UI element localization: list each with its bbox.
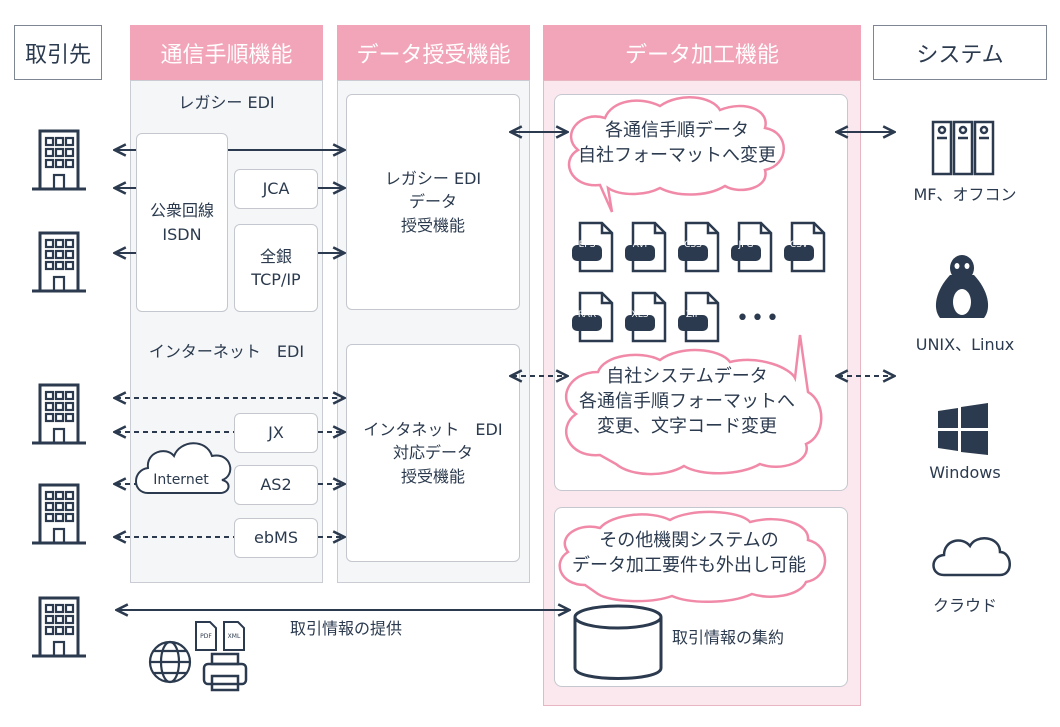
ebms-label: ebMS: [254, 528, 298, 548]
legacy-edi-title: レガシー EDI: [178, 93, 275, 112]
building-icon-2: [30, 231, 88, 293]
jx-label: JX: [268, 423, 284, 443]
header-comm: 通信手順機能: [130, 25, 323, 80]
globe-icon: [148, 640, 192, 684]
pdf-doc-icon: [195, 621, 217, 651]
bubble-text-1: 各通信手順データ 自社フォーマットへ変更: [578, 120, 776, 167]
file-label: RAR: [577, 310, 597, 320]
legacy-exchange-box: レガシー EDI データ 授受機能: [346, 94, 520, 310]
internet-exchange-label: インタネット EDI 対応データ 授受機能: [363, 420, 503, 486]
bubble-text-2: 自社システムデータ 各通信手順フォーマットへ 変更、文字コード変更: [579, 366, 795, 438]
jx-box: JX: [234, 413, 318, 453]
internet-edi-title: インターネット EDI: [148, 342, 305, 361]
bubble-cloud-2: [565, 334, 823, 476]
bubble-cloud-3: [558, 510, 827, 603]
db-label: 取引情報の集約: [672, 628, 785, 647]
zengin-box: 全銀 TCP/IP: [234, 224, 318, 312]
cloud-icon: [932, 537, 1011, 577]
xml-doc-icon: [223, 621, 245, 651]
building-icon-5: [30, 596, 88, 658]
file-label: CSS: [684, 240, 702, 250]
legacy-exchange-label: レガシー EDI データ 授受機能: [384, 169, 482, 235]
server-icon: [931, 120, 995, 176]
jca-box: JCA: [234, 169, 318, 209]
system-mf-label: MF、オフコン: [913, 185, 1017, 204]
bubble-cloud-1: [567, 96, 785, 213]
public-line-box: 公衆回線 ISDN: [136, 133, 228, 312]
building-icon-3: [30, 383, 88, 445]
file-label: EPS: [578, 240, 596, 250]
file-label: ZIP: [685, 310, 701, 320]
linux-penguin-icon: [935, 255, 989, 318]
header-system: システム: [873, 25, 1047, 80]
database-icon: [573, 604, 663, 680]
as2-label: AS2: [260, 475, 292, 495]
header-partner: 取引先: [14, 25, 102, 80]
pdf-label: PDF: [200, 633, 212, 640]
internet-cloud-icon: [135, 442, 232, 494]
jca-label: JCA: [262, 179, 290, 199]
xml-label: XML: [227, 633, 241, 640]
as2-box: AS2: [234, 465, 318, 505]
building-icon-1: [30, 129, 88, 191]
header-processing: データ加工機能: [543, 25, 861, 80]
bubble-text-3: その他機関システムの データ加工要件も外出し可能: [572, 530, 806, 577]
file-label: JPG: [738, 240, 754, 250]
zengin-label: 全銀 TCP/IP: [251, 246, 301, 289]
ellipsis: •••: [736, 306, 781, 331]
file-label: AVI: [632, 240, 648, 250]
provide-label: 取引情報の提供: [290, 619, 403, 638]
system-windows-label: Windows: [929, 463, 1001, 482]
internet-label: Internet: [153, 472, 209, 488]
ebms-box: ebMS: [234, 518, 318, 558]
public-line-label: 公衆回線 ISDN: [149, 201, 214, 244]
building-icon-4: [30, 483, 88, 545]
file-label: CSV: [789, 240, 809, 250]
windows-icon: [938, 403, 988, 455]
printer-icon: [202, 652, 248, 692]
system-unix-label: UNIX、Linux: [915, 335, 1015, 354]
header-exchange: データ授受機能: [337, 25, 530, 80]
file-label: XLS: [631, 310, 649, 320]
internet-exchange-box: インタネット EDI 対応データ 授受機能: [346, 344, 520, 562]
system-cloud-label: クラウド: [932, 596, 997, 615]
